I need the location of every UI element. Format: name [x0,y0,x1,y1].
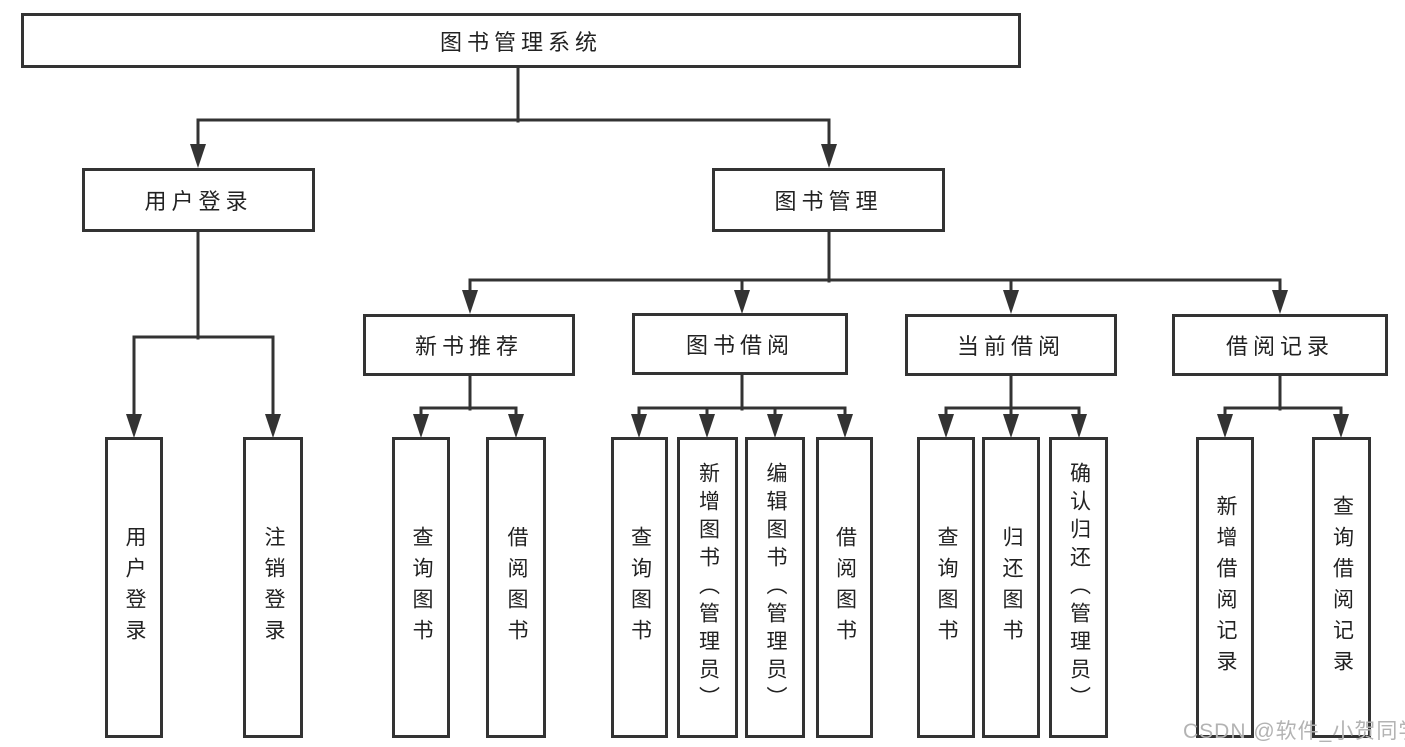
node-current-borrowing-label: 当前借阅 [956,334,1066,359]
leaf-logout: 注销登录 [243,437,303,738]
node-book-management: 图书管理 [712,168,945,232]
leaf-query-books-borrowing: 查询图书 [611,437,668,738]
csdn-watermark: CSDN @软件_小贺同学 [1183,720,1405,743]
node-book-management-label: 图书管理 [774,189,883,214]
leaf-add-books-admin-label: 新增图书（管理员） [696,461,720,714]
node-borrowing-records-label: 借阅记录 [1225,334,1335,359]
leaf-edit-books-admin-label: 编辑图书（管理员） [764,461,787,714]
leaf-confirm-return-admin: 确认归还（管理员） [1049,437,1108,738]
leaf-query-books-recommend-label: 查询图书 [410,525,433,650]
leaf-borrow-books-borrowing-label: 借阅图书 [833,525,857,650]
leaf-user-login: 用户登录 [105,437,163,738]
node-library-management-system: 图书管理系统 [21,13,1021,68]
leaf-user-login-label: 用户登录 [123,525,146,650]
leaf-query-books-borrowing-label: 查询图书 [628,525,652,650]
leaf-return-books-label: 归还图书 [1000,525,1023,650]
leaf-add-borrow-record: 新增借阅记录 [1196,437,1254,738]
node-new-book-recommendation: 新书推荐 [363,314,575,376]
leaf-query-books-recommend: 查询图书 [392,437,450,738]
leaf-query-books-current: 查询图书 [917,437,975,738]
leaf-borrow-books-recommend-label: 借阅图书 [505,525,528,650]
leaf-query-books-current-label: 查询图书 [935,525,958,650]
leaf-borrow-books-borrowing: 借阅图书 [816,437,873,738]
leaf-query-borrow-record-label: 查询借阅记录 [1330,494,1354,681]
leaf-add-borrow-record-label: 新增借阅记录 [1214,494,1237,681]
node-new-book-recommendation-label: 新书推荐 [414,334,524,359]
leaf-return-books: 归还图书 [982,437,1040,738]
leaf-confirm-return-admin-label: 确认归还（管理员） [1067,461,1091,714]
node-book-borrowing-label: 图书借阅 [685,333,795,358]
leaf-borrow-books-recommend: 借阅图书 [486,437,546,738]
node-library-management-system-label: 图书管理系统 [439,29,603,55]
leaf-edit-books-admin: 编辑图书（管理员） [745,437,805,738]
node-current-borrowing: 当前借阅 [905,314,1117,376]
node-borrowing-records: 借阅记录 [1172,314,1388,376]
leaf-add-books-admin: 新增图书（管理员） [677,437,738,738]
node-user-login: 用户登录 [82,168,315,232]
leaf-logout-label: 注销登录 [262,525,285,650]
node-user-login-label: 用户登录 [144,189,253,214]
leaf-query-borrow-record: 查询借阅记录 [1312,437,1371,738]
node-book-borrowing: 图书借阅 [632,313,848,375]
